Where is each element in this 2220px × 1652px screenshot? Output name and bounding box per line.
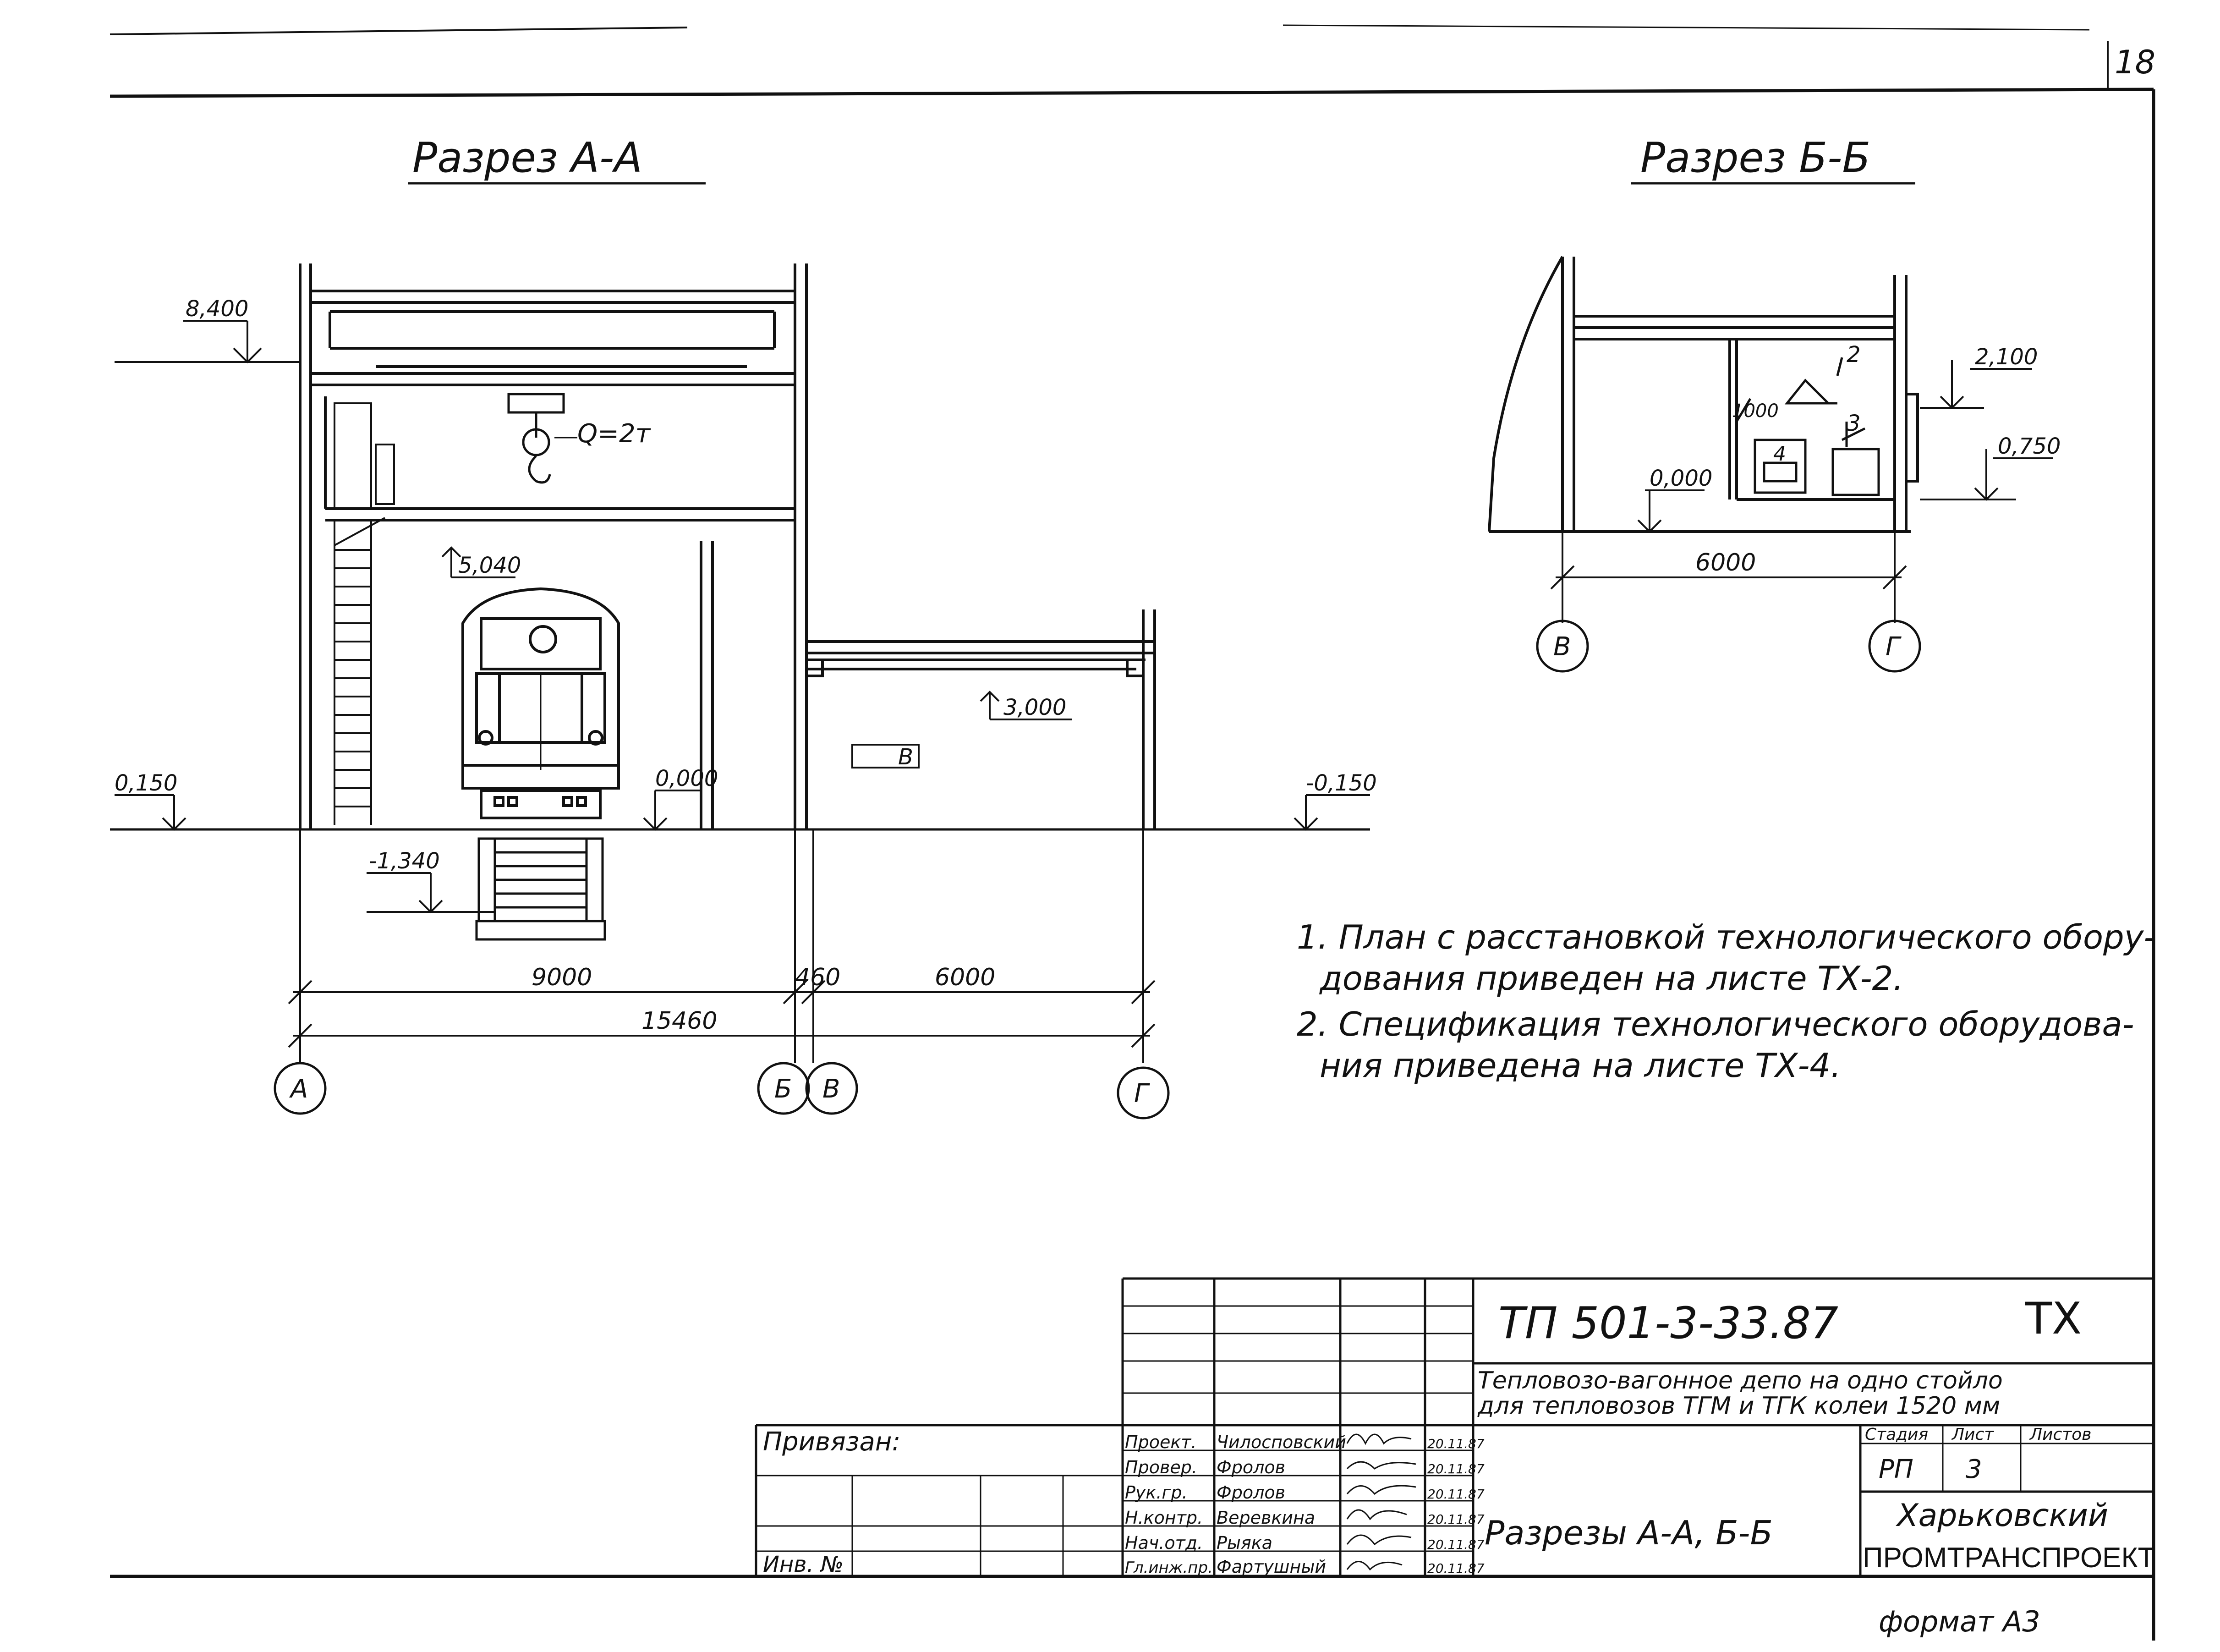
signers-table: Проект. Чилосповский 20.11.87 Провер. Фр… — [1125, 1432, 1485, 1577]
signer-name: Чилосповский — [1217, 1432, 1346, 1452]
elev-0000-bb: 0,000 — [1650, 466, 1712, 491]
privyazan-label: Привязан: — [763, 1427, 900, 1457]
elev-8400: 8,400 — [186, 296, 248, 322]
section-bb-title: Разрез Б-Б — [1640, 134, 1870, 182]
signer-role: Рук.гр. — [1125, 1482, 1188, 1503]
dim-15460: 15460 — [641, 1007, 717, 1035]
axis-v-bubble — [805, 1062, 858, 1115]
sheets-header: Листов — [2029, 1425, 2091, 1444]
axis-a-bubble — [274, 1062, 327, 1115]
signer-role: Н.контр. — [1125, 1508, 1203, 1528]
stairs — [334, 517, 385, 825]
project-name-1: Тепловозо-вагонное депо на одно стойло — [1478, 1367, 2003, 1394]
signer-role: Провер. — [1125, 1457, 1197, 1477]
signer-name: Фартушный — [1217, 1557, 1326, 1577]
dim-9000: 9000 — [532, 964, 592, 991]
org-name-1: Харьковский — [1896, 1498, 2108, 1534]
elev-0000: 0,000 — [655, 766, 718, 791]
crane-hook-icon — [507, 393, 565, 484]
signer-date: 20.11.87 — [1427, 1487, 1485, 1502]
equipment-2-icon — [1784, 379, 1831, 405]
crane-capacity: Q=2т — [577, 419, 651, 449]
project-name-2: для тепловозов ТГМ и ТГК колеи 1520 мм — [1477, 1392, 2000, 1420]
signer-date: 20.11.87 — [1427, 1512, 1485, 1527]
elev-0150: 0,150 — [115, 770, 177, 796]
note-line-3: 2. Спецификация технологического оборудо… — [1297, 1005, 2134, 1043]
signer-name: Рыяка — [1217, 1533, 1272, 1553]
dim-460: 460 — [795, 964, 840, 991]
equipment-4-icon — [1754, 439, 1807, 494]
elev-3000: 3,000 — [1003, 695, 1066, 720]
notes: 1. План с расстановкой технологического … — [1297, 918, 2155, 1085]
axis-g-bubble — [1117, 1066, 1170, 1120]
room-mark: В — [898, 744, 913, 770]
doc-mark: ТХ — [2025, 1294, 2082, 1344]
page-number: 18 — [2115, 44, 2155, 81]
axis-g-bb-bubble — [1868, 620, 1921, 673]
signer-role: Нач.отд. — [1125, 1533, 1203, 1553]
mark-2: 2 — [1847, 342, 1861, 368]
elev-2100: 2,100 — [1975, 344, 2038, 370]
signer-role: Гл.инж.пр. — [1125, 1559, 1213, 1577]
mark-3: 3 — [1847, 411, 1861, 436]
stage-value: РП — [1879, 1454, 1913, 1484]
sheet-value: 3 — [1966, 1454, 1982, 1484]
section-bb: Разрез Б-Б — [1488, 134, 2061, 673]
inv-label: Инв. № — [763, 1552, 844, 1577]
sheet-header: Лист — [1951, 1425, 1994, 1444]
axis-v: В — [822, 1074, 840, 1104]
signer-role: Проект. — [1125, 1432, 1197, 1452]
mark-4: 4 — [1773, 442, 1786, 466]
format-label: формат А3 — [1879, 1605, 2040, 1638]
locomotive-icon — [461, 587, 620, 819]
axis-g: Г — [1134, 1079, 1150, 1109]
axis-b-bubble — [757, 1062, 810, 1115]
elev-0750: 0,750 — [1998, 434, 2061, 459]
axis-v-bb: В — [1553, 632, 1571, 662]
section-aa: Разрез А-А — [110, 134, 1377, 1120]
axis-g-bb: Г — [1886, 632, 1902, 662]
inspection-pit — [475, 837, 606, 941]
equipment-3-icon — [1831, 448, 1880, 496]
axis-v-bb-bubble — [1536, 620, 1589, 673]
elev-m1340: -1,340 — [369, 848, 440, 874]
signer-date: 20.11.87 — [1427, 1561, 1485, 1576]
sheet-frame — [110, 24, 2155, 1641]
signer-date: 20.11.87 — [1427, 1436, 1485, 1451]
signer-name: Веревкина — [1217, 1508, 1315, 1528]
signer-date: 20.11.87 — [1427, 1461, 1485, 1476]
elev-5040: 5,040 — [458, 553, 521, 578]
annex — [805, 609, 1156, 829]
note-line-2: дования приведен на листе ТХ-2. — [1319, 959, 1903, 998]
signer-name: Фролов — [1217, 1482, 1285, 1503]
dim-1000: 1000 — [1732, 401, 1779, 422]
org-name-2: ПРОМТРАНСПРОЕКТ — [1863, 1542, 2155, 1574]
dim-6000: 6000 — [935, 964, 995, 991]
title-block — [755, 1277, 2154, 1576]
signer-date: 20.11.87 — [1427, 1537, 1485, 1552]
axis-b: Б — [774, 1074, 792, 1104]
doc-code: ТП 501-3-33.87 — [1498, 1298, 1838, 1349]
dim-6000-bb: 6000 — [1695, 549, 1756, 576]
elev-m0150: -0,150 — [1306, 770, 1377, 796]
stage-header: Стадия — [1865, 1425, 1928, 1444]
note-line-4: ния приведена на листе ТХ-4. — [1320, 1046, 1841, 1085]
section-aa-title: Разрез А-А — [412, 134, 642, 182]
sheet-name: Разрезы А-А, Б-Б — [1485, 1514, 1773, 1552]
note-line-1: 1. План с расстановкой технологического … — [1297, 918, 2155, 956]
axis-a: А — [289, 1074, 308, 1104]
signer-name: Фролов — [1217, 1457, 1285, 1477]
signature-icon — [1346, 1433, 1416, 1571]
